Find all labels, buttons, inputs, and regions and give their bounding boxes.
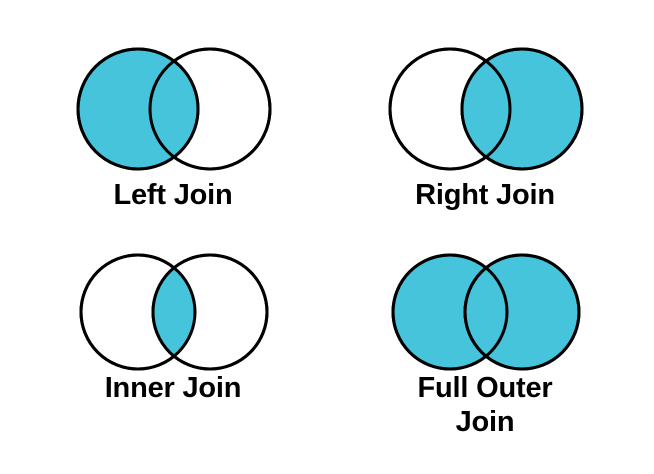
- full-outer-join-left-circle-outline: [391, 253, 509, 371]
- label-inner-join: Inner Join: [104, 372, 242, 404]
- full-outer-join-right-circle-outline: [463, 253, 581, 371]
- right-join-left-circle-outline: [388, 47, 512, 171]
- left-join-intersection: [150, 49, 198, 169]
- right-join-right-circle-outline: [460, 47, 584, 171]
- label-full-outer-join: Full Outer Join: [417, 372, 553, 438]
- right-join-svg: [388, 47, 584, 171]
- venn-diagram-full-outer-join: [385, 249, 587, 375]
- venn-diagram-inner-join: [73, 249, 275, 375]
- left-join-svg: [76, 47, 272, 171]
- left-join-left-circle-outline: [76, 47, 200, 171]
- inner-join-svg: [79, 253, 269, 371]
- left-join-right-circle-outline: [148, 47, 272, 171]
- full-outer-join-svg: [391, 253, 581, 371]
- right-join-intersection: [462, 49, 510, 169]
- label-right-join: Right Join: [415, 179, 555, 211]
- venn-diagram-left-join: [73, 43, 275, 175]
- inner-join-left-circle-outline: [79, 253, 197, 371]
- venn-diagram-right-join: [385, 43, 587, 175]
- inner-join-right-circle-outline: [151, 253, 269, 371]
- label-left-join: Left Join: [113, 179, 233, 211]
- inner-join-intersection: [153, 255, 195, 369]
